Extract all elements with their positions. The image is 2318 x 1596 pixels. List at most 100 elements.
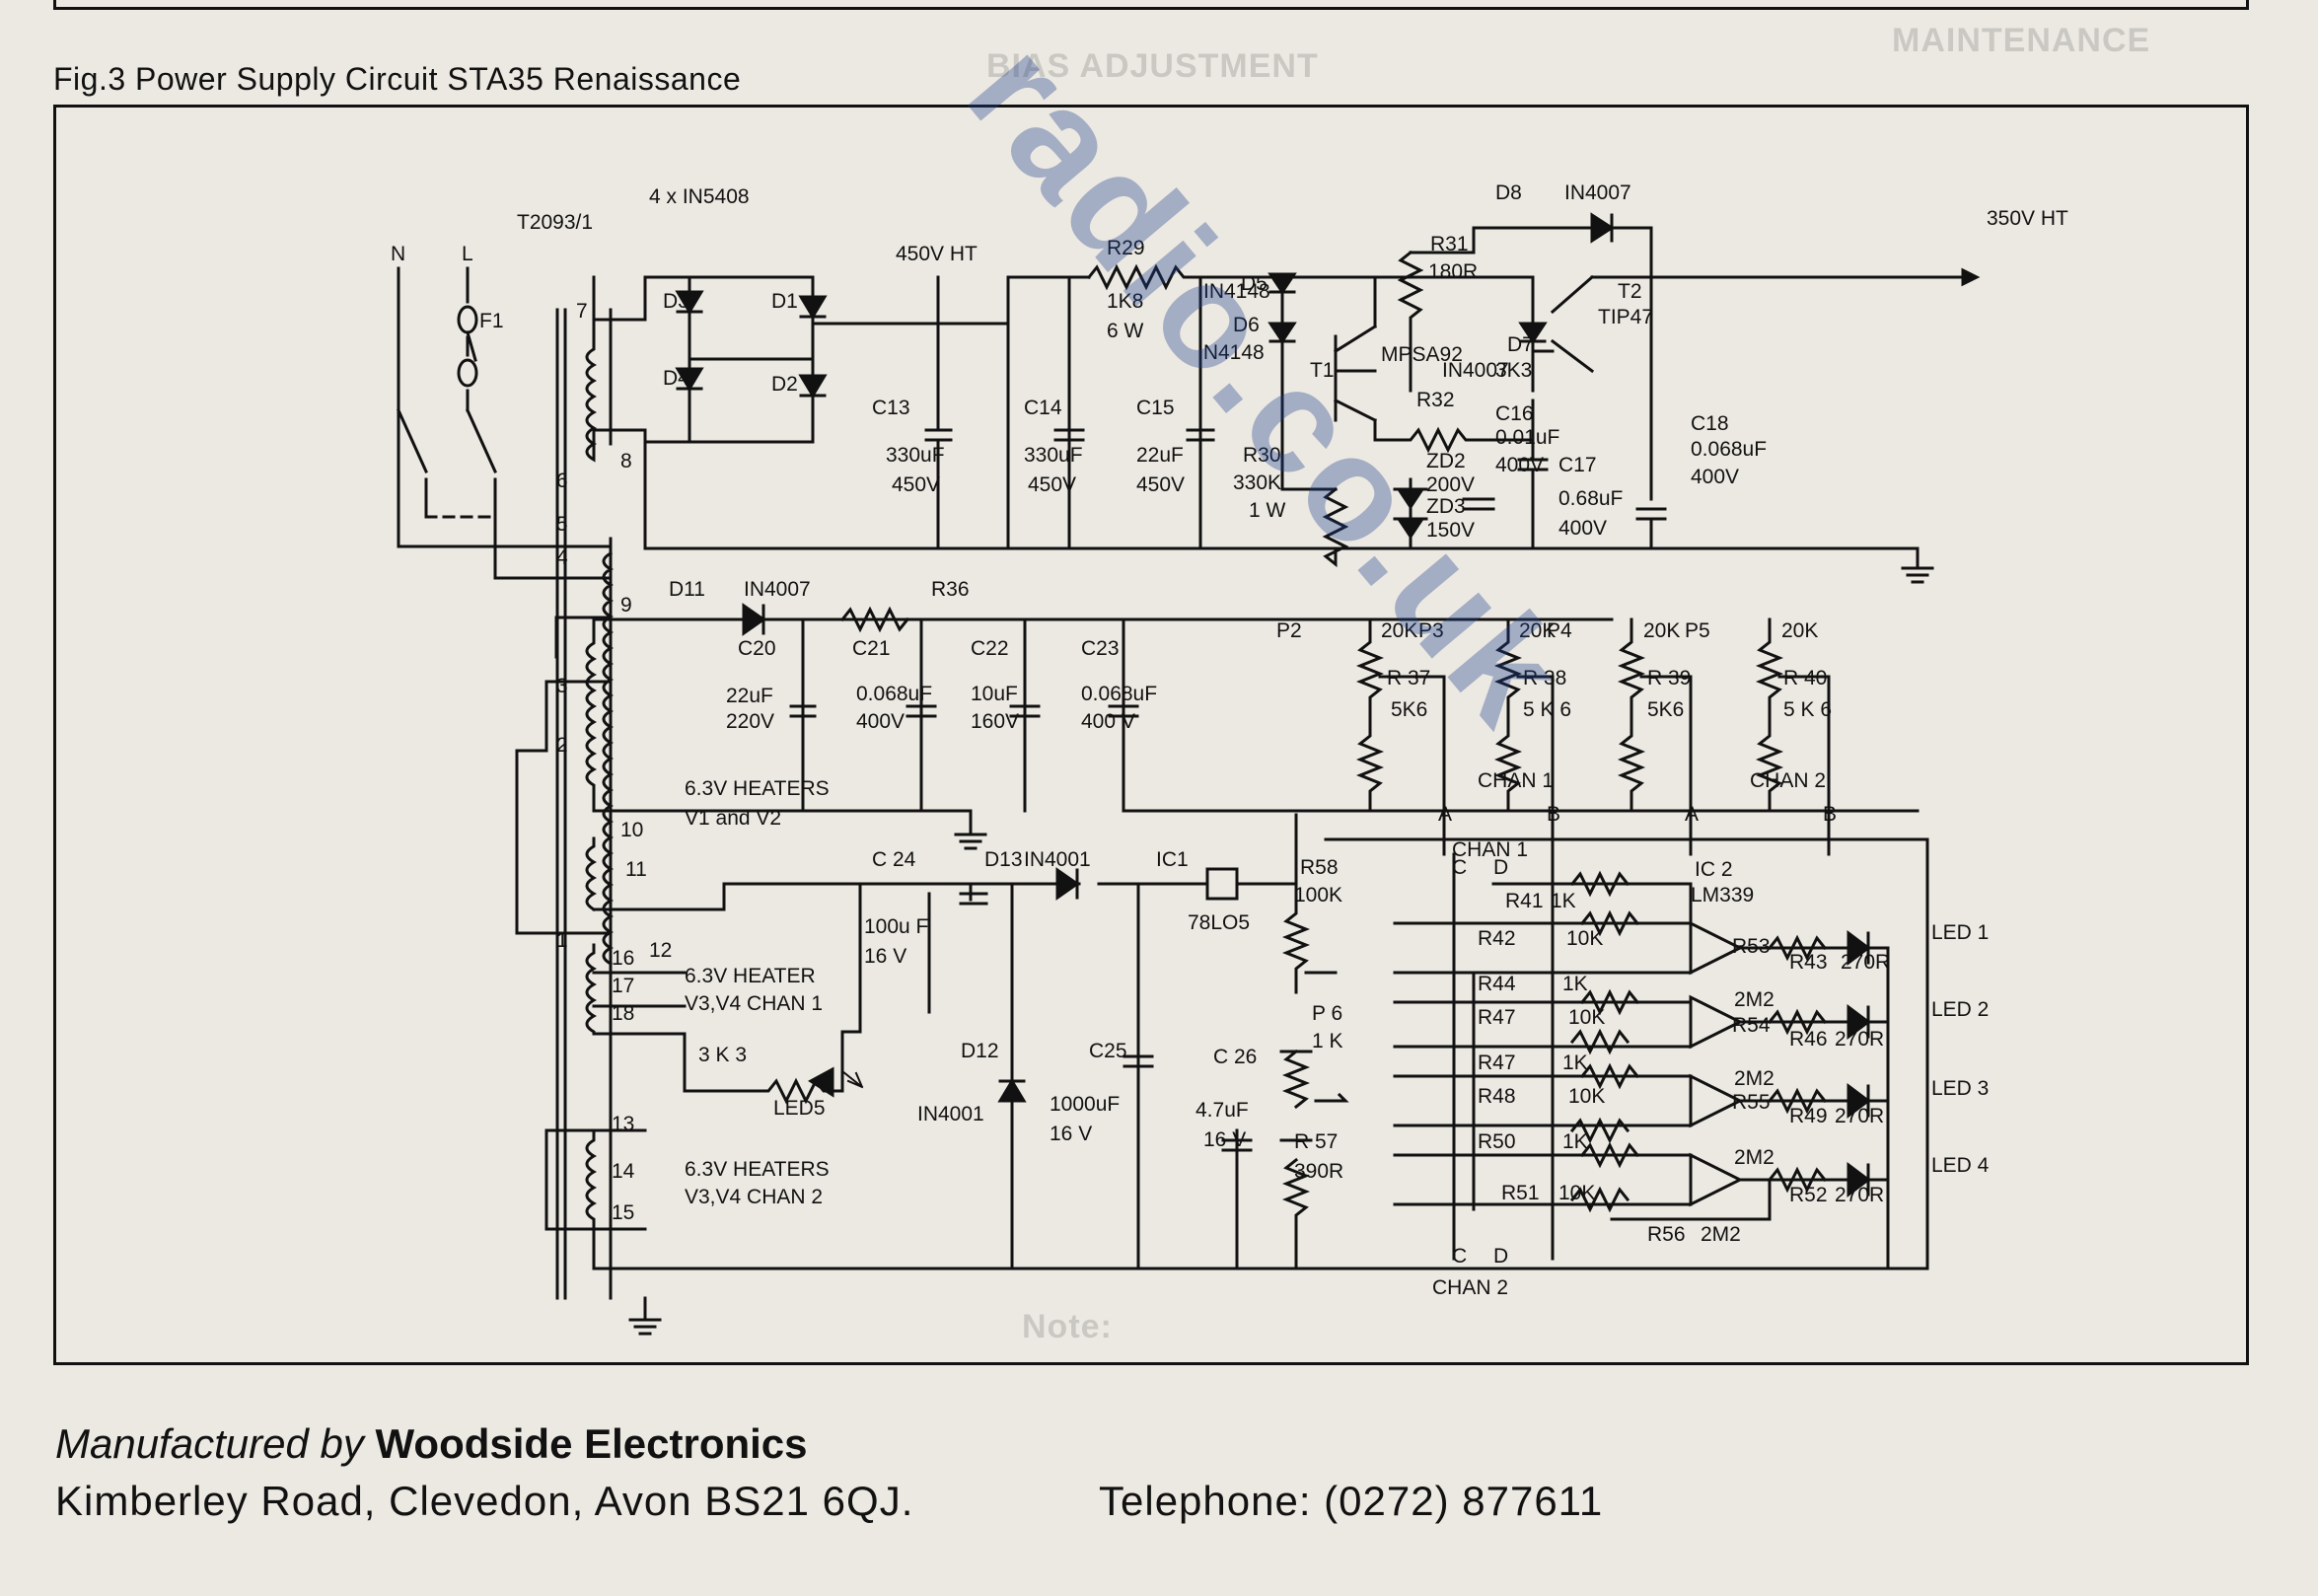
r48-value: 10K xyxy=(1568,1085,1605,1108)
r40-value: 5 K 6 xyxy=(1783,698,1832,721)
heater3-line2: V3,V4 CHAN 2 xyxy=(685,1186,823,1208)
zd3-voltage: 150V xyxy=(1426,519,1475,542)
c13-value: 330uF xyxy=(886,444,945,467)
r32-value: 3K3 xyxy=(1495,359,1532,382)
r56-value: 2M2 xyxy=(1701,1223,1741,1246)
pin-11: 11 xyxy=(625,858,647,881)
p4-value: 20K xyxy=(1643,619,1680,642)
pin-7: 7 xyxy=(576,300,588,323)
r57-value: 390R xyxy=(1294,1160,1343,1183)
chan1-d: D xyxy=(1493,856,1508,879)
chan2-b: B xyxy=(1823,803,1837,826)
top-border-rule xyxy=(53,0,2249,10)
t1-type: MPSA92 xyxy=(1381,343,1463,366)
c16-value: 0.01uF xyxy=(1495,426,1559,449)
c24-value: 100u F xyxy=(864,915,928,938)
r47a-label: R47 xyxy=(1478,1006,1516,1029)
pin-15: 15 xyxy=(612,1201,634,1224)
chan1-label-lower: CHAN 1 xyxy=(1452,838,1528,861)
c26-label: C 26 xyxy=(1213,1046,1257,1068)
in4007-d11: IN4007 xyxy=(744,578,811,601)
p2-value: 20K xyxy=(1381,619,1417,642)
r41-label: R41 xyxy=(1505,890,1544,912)
c15-label: C15 xyxy=(1136,397,1175,419)
c23-label: C23 xyxy=(1081,637,1120,660)
c18-rating: 400V xyxy=(1691,466,1739,488)
pin-6: 6 xyxy=(556,470,568,492)
c21-label: C21 xyxy=(852,637,891,660)
pin-18: 18 xyxy=(612,1002,634,1025)
ghost-heading-bias: BIAS ADJUSTMENT xyxy=(986,47,1319,85)
c18-value: 0.068uF xyxy=(1691,438,1767,461)
in4001-d12: IN4001 xyxy=(917,1103,984,1125)
rectifier-label: 4 x IN5408 xyxy=(649,185,750,208)
d8-label: D8 xyxy=(1495,181,1522,204)
p3-value: 20K xyxy=(1519,619,1556,642)
r32-label: R32 xyxy=(1416,389,1455,411)
r54-label: R54 xyxy=(1732,1014,1771,1037)
manufactured-by-label: Manufactured by xyxy=(55,1420,364,1467)
chan2-a: A xyxy=(1685,803,1699,826)
c22-label: C22 xyxy=(971,637,1009,660)
ic1-type: 78LO5 xyxy=(1188,911,1250,934)
led1-label: LED 1 xyxy=(1931,921,1989,944)
d1-label: D1 xyxy=(771,290,798,313)
ghost-heading-note: Note: xyxy=(1022,1308,1113,1345)
c15-rating: 450V xyxy=(1136,473,1185,496)
d12-label: D12 xyxy=(961,1040,999,1062)
pin-8: 8 xyxy=(620,450,632,472)
ghost-heading-maintenance: MAINTENANCE xyxy=(1892,22,2151,59)
pin-2: 2 xyxy=(556,734,568,757)
t2-type: TIP47 xyxy=(1598,306,1653,328)
c21-rating: 400V xyxy=(856,710,905,733)
pin-12: 12 xyxy=(649,939,672,962)
r48-label: R48 xyxy=(1478,1085,1516,1108)
led3-label: LED 3 xyxy=(1931,1077,1989,1100)
c23-value: 0.068uF xyxy=(1081,683,1157,705)
power-supply-schematic: N L F1 T2093/1 4 x IN5408 450V HT 350V H… xyxy=(391,181,2068,1336)
r51-label: R51 xyxy=(1501,1182,1540,1204)
r56-label: R56 xyxy=(1647,1223,1686,1246)
c14-label: C14 xyxy=(1024,397,1062,419)
zd3-label: ZD3 xyxy=(1426,495,1466,518)
c24-label: C 24 xyxy=(872,848,916,871)
c18-label: C18 xyxy=(1691,412,1729,435)
zd2-label: ZD2 xyxy=(1426,450,1466,472)
r55-label: R55 xyxy=(1732,1091,1771,1114)
fuse-label: F1 xyxy=(479,310,504,332)
company-name: Woodside Electronics xyxy=(375,1420,808,1467)
r30-value: 330K xyxy=(1233,472,1281,494)
chan2-d: D xyxy=(1493,1245,1508,1268)
d13-label: D13 xyxy=(984,848,1023,871)
chan1-a: A xyxy=(1438,803,1452,826)
pin-1: 1 xyxy=(556,929,568,952)
c13-rating: 450V xyxy=(892,473,940,496)
r31-label: R31 xyxy=(1430,233,1469,255)
c20-value: 22uF xyxy=(726,685,773,707)
d2-label: D2 xyxy=(771,373,798,396)
pin-4: 4 xyxy=(556,546,568,569)
r47a-value: 10K xyxy=(1568,1006,1605,1029)
pin-14: 14 xyxy=(612,1160,635,1183)
r54-value: 2M2 xyxy=(1734,1067,1775,1090)
c23-rating: 400 V xyxy=(1081,710,1135,733)
c14-value: 330uF xyxy=(1024,444,1083,467)
c20-rating: 220V xyxy=(726,710,774,733)
r49-label: R49 xyxy=(1789,1105,1828,1127)
r53-label: R53 xyxy=(1732,935,1771,958)
ht-450v-label: 450V HT xyxy=(896,243,978,265)
p2-label: P2 xyxy=(1276,619,1302,642)
r53-value: 2M2 xyxy=(1734,988,1775,1011)
ht-350v-label: 350V HT xyxy=(1987,207,2068,230)
led5-label: LED5 xyxy=(773,1097,826,1120)
r46-label: R46 xyxy=(1789,1028,1828,1051)
r42-label: R42 xyxy=(1478,927,1516,950)
chan1-b: B xyxy=(1547,803,1560,826)
r52-value: 270R xyxy=(1835,1184,1884,1206)
r51-value: 10K xyxy=(1558,1182,1595,1204)
r44-label: R44 xyxy=(1478,973,1516,995)
c26-value: 4.7uF xyxy=(1195,1099,1249,1122)
r47b-label: R47 xyxy=(1478,1052,1516,1074)
p6-value: 1 K xyxy=(1312,1030,1343,1052)
heater2-line1: 6.3V HEATER xyxy=(685,965,816,987)
